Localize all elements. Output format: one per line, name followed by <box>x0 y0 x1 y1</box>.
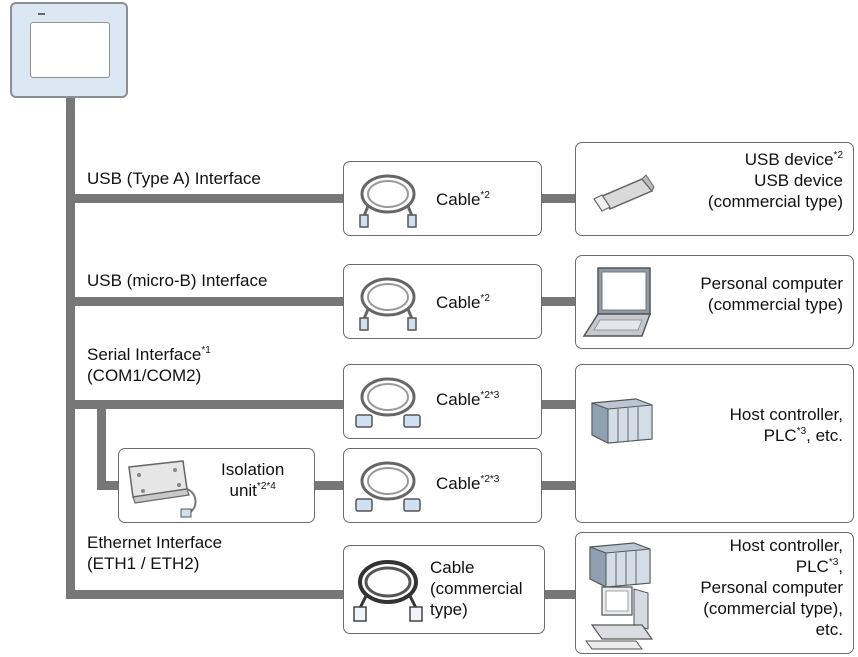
usb-a-device-line <box>541 194 576 203</box>
ethernet-line <box>66 590 344 599</box>
usb-micro-line <box>66 297 344 306</box>
usb-micro-cable-box: Cable*2 <box>343 264 542 339</box>
usb-a-line <box>66 194 344 203</box>
pc-device-box: Personal computer (commercial type) <box>575 255 854 349</box>
serial-cable-icon <box>355 461 421 512</box>
usb-micro-cable-label: Cable*2 <box>436 293 490 312</box>
usb-a-cable-box: Cable*2 <box>343 161 542 236</box>
plc-icon <box>589 542 651 588</box>
plc-icon <box>591 398 653 444</box>
isolated-device-line <box>541 481 576 490</box>
ethernet-interface-label: Ethernet Interface (ETH1 / ETH2) <box>87 533 223 573</box>
laptop-icon <box>582 267 652 337</box>
touch-panel-icon <box>10 2 128 98</box>
usb-micro-interface-label: USB (micro-B) Interface <box>87 271 268 290</box>
serial-device-line <box>541 400 576 409</box>
usb-stick-icon <box>593 174 655 212</box>
ethernet-cable-icon <box>353 560 423 622</box>
panel-led <box>38 13 45 15</box>
serial-branch-horizontal <box>97 481 119 490</box>
isolated-cable-box: Cable*2*3 <box>343 448 542 523</box>
ethernet-device-box: Host controller, PLC*3, Personal compute… <box>575 532 854 654</box>
usb-a-interface-label: USB (Type A) Interface <box>87 169 261 188</box>
serial-cable-box: Cable*2*3 <box>343 364 542 439</box>
isolated-cable-label: Cable*2*3 <box>436 474 500 493</box>
isolation-to-cable-line <box>314 481 344 490</box>
ethernet-cable-label: Cable (commercial type) <box>430 558 523 619</box>
serial-cable-icon <box>355 377 421 428</box>
host-controller-label: Host controller, PLC*3, etc. <box>729 405 843 445</box>
usb-cable-icon <box>359 174 417 228</box>
usb-cable-icon <box>359 277 417 331</box>
panel-screen <box>30 22 110 78</box>
usb-a-cable-label: Cable*2 <box>436 190 490 209</box>
usb-micro-device-line <box>541 297 576 306</box>
ethernet-cable-box: Cable (commercial type) <box>343 545 545 634</box>
ethernet-device-label: Host controller, PLC*3, Personal compute… <box>700 536 843 639</box>
serial-branch-vertical <box>97 400 106 490</box>
usb-device-label: USB device*2 USB device (commercial type… <box>707 150 843 211</box>
serial-line <box>66 400 344 409</box>
isolation-unit-box: Isolation unit*2*4 <box>118 448 315 523</box>
isolation-unit-icon <box>128 460 197 518</box>
host-controller-box: Host controller, PLC*3, etc. <box>575 364 854 523</box>
usb-device-box: USB device*2 USB device (commercial type… <box>575 142 854 236</box>
isolation-unit-label: Isolation unit*2*4 <box>221 460 285 500</box>
desktop-computer-icon <box>585 586 654 650</box>
pc-device-label: Personal computer (commercial type) <box>700 274 843 314</box>
serial-cable-label: Cable*2*3 <box>436 390 500 409</box>
serial-interface-label: Serial Interface*1 (COM1/COM2) <box>87 345 211 385</box>
ethernet-device-line <box>544 590 576 599</box>
trunk-line <box>66 96 75 599</box>
